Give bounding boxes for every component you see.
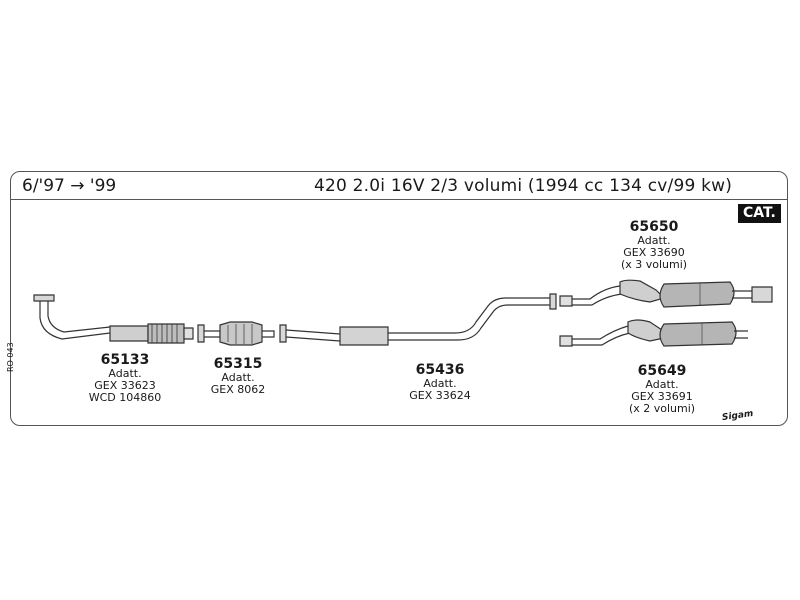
- part-note: GEX 8062: [210, 383, 266, 396]
- part-label-65650: 65650 Adatt. GEX 33690 (x 3 volumi): [612, 219, 696, 271]
- part-note: WCD 104860: [88, 391, 162, 404]
- catalyst-65315: [197, 321, 275, 346]
- part-number: 65315: [213, 356, 263, 372]
- part-note: Adatt.: [221, 371, 255, 384]
- header-divider: [10, 199, 788, 200]
- part-note: (x 2 volumi): [628, 402, 696, 415]
- model-years: 6/'97 → '99: [22, 176, 117, 196]
- part-note: GEX 33690: [623, 246, 685, 259]
- part-note: GEX 33623: [94, 379, 156, 392]
- part-note: Adatt.: [108, 367, 142, 380]
- rear-muffler-65649: [559, 319, 748, 347]
- rear-muffler-65650: [559, 279, 773, 308]
- part-label-65436: 65436 Adatt. GEX 33624: [400, 362, 480, 402]
- part-number: 65133: [100, 352, 150, 368]
- part-note: GEX 33691: [631, 390, 693, 403]
- cat-badge: CAT.: [738, 204, 781, 223]
- part-number: 65650: [629, 219, 679, 235]
- part-note: (x 3 volumi): [620, 258, 688, 271]
- part-note: Adatt.: [645, 378, 679, 391]
- part-label-65133: 65133 Adatt. GEX 33623 WCD 104860: [80, 352, 170, 404]
- part-number: 65436: [415, 362, 465, 378]
- part-note: GEX 33624: [409, 389, 471, 402]
- part-number: 65649: [637, 363, 687, 379]
- model-title: 420 2.0i 16V 2/3 volumi (1994 cc 134 cv/…: [314, 176, 733, 196]
- part-note: Adatt.: [637, 234, 671, 247]
- part-note: Adatt.: [423, 377, 457, 390]
- part-label-65315: 65315 Adatt. GEX 8062: [200, 356, 276, 396]
- center-pipe-65436: [279, 293, 557, 346]
- part-label-65649: 65649 Adatt. GEX 33691 (x 2 volumi): [620, 363, 704, 415]
- side-code: RO 043: [6, 342, 15, 372]
- front-pipe-65133: [33, 294, 194, 344]
